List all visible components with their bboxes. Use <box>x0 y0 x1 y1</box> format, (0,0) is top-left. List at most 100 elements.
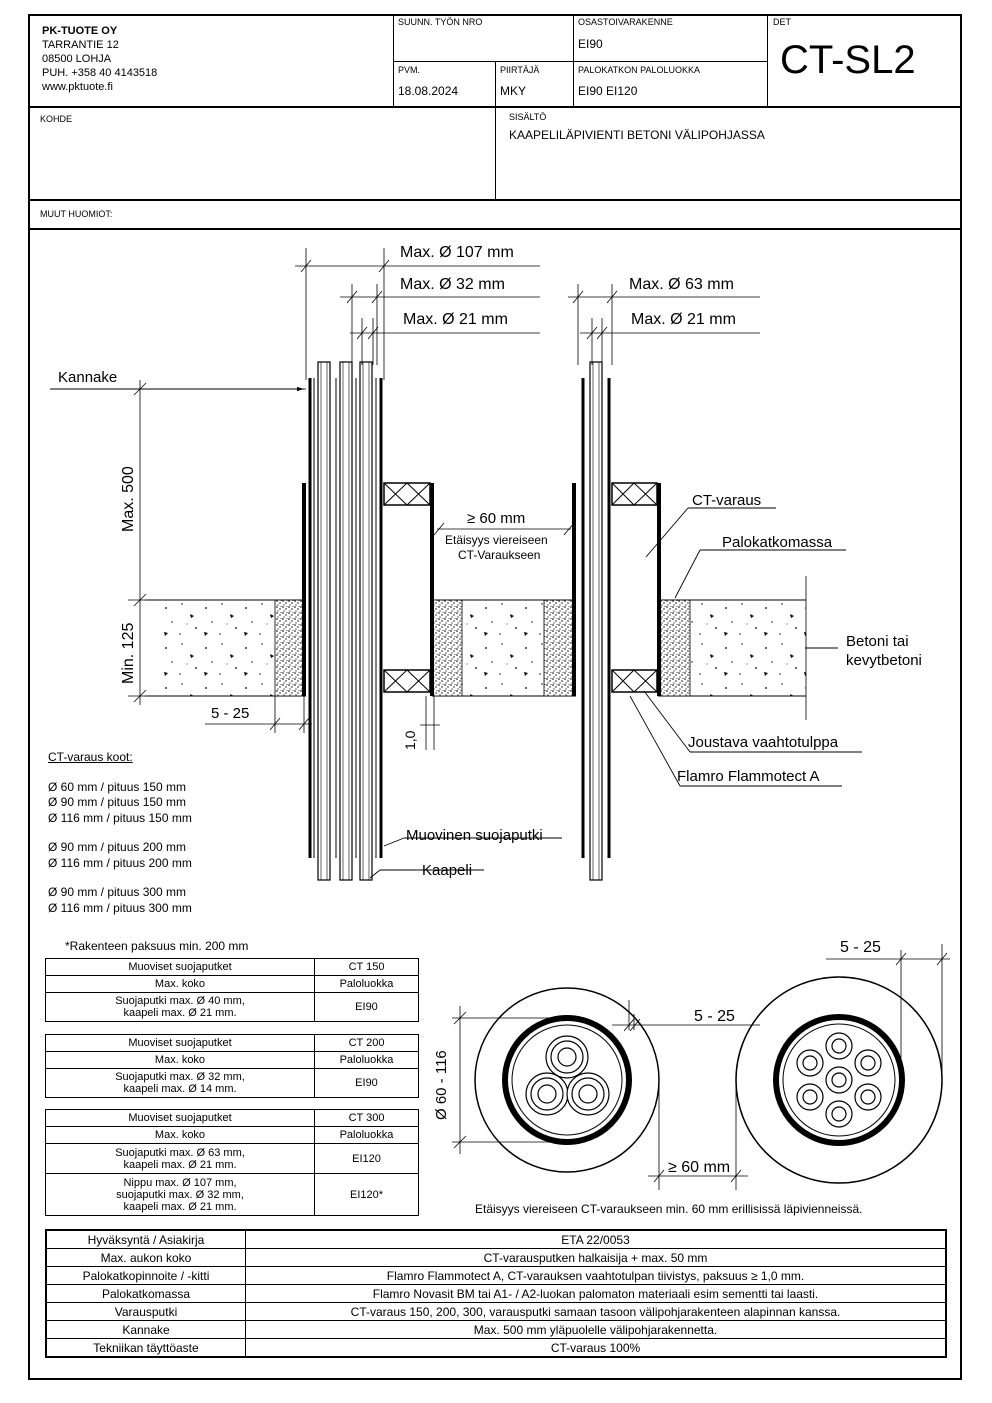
drawer-value: MKY <box>500 84 527 98</box>
table-cell: EI120 <box>314 1143 419 1174</box>
label-suojaputki: Muovinen suojaputki <box>406 827 543 844</box>
size-item: Ø 116 mm / pituus 200 mm <box>48 855 192 870</box>
date-label: PVM. <box>398 65 421 75</box>
approval-value: Flamro Novasit BM tai A1- / A2-luokan pa… <box>245 1284 947 1303</box>
drawer-label: PIIRTÄJÄ <box>500 65 540 75</box>
table-cell: Max. koko <box>45 1126 315 1144</box>
approval-value: CT-varaus 100% <box>245 1338 947 1358</box>
fire-mortar <box>274 599 691 697</box>
company-info: PK-TUOTE OY TARRANTIE 12 08500 LOHJA PUH… <box>42 24 157 94</box>
table-cell: Paloluokka <box>314 1126 419 1144</box>
title-divider <box>393 61 767 62</box>
table-cell: EI90 <box>314 1068 419 1098</box>
cable-right <box>581 361 611 881</box>
table-cell: Suojaputki max. Ø 32 mm,kaapeli max. Ø 1… <box>45 1068 315 1098</box>
table-cell: Paloluokka <box>314 975 419 993</box>
cross-section-left <box>474 987 660 1173</box>
xs-dim-dist: ≥ 60 mm <box>668 1159 730 1176</box>
target-label: KOHDE <box>40 114 73 124</box>
date-value: 18.08.2024 <box>398 84 459 98</box>
approval-value: CT-varaus 150, 200, 300, varausputki sam… <box>245 1302 947 1321</box>
dim-d32: Max. Ø 32 mm <box>400 276 505 293</box>
table-row: Max. koko Paloluokka <box>45 1051 419 1069</box>
drawing-frame <box>28 14 962 1380</box>
ct-sleeve-left <box>302 482 434 696</box>
table-cell: EI120* <box>314 1173 419 1216</box>
dim-d21-right: Max. Ø 21 mm <box>631 311 736 328</box>
dim-thickness: 1,0 <box>402 730 418 750</box>
size-item: Ø 116 mm / pituus 300 mm <box>48 900 192 915</box>
table-row: Suojaputki max. Ø 63 mm,kaapeli max. Ø 2… <box>45 1143 419 1174</box>
spec-table-ct300: Muoviset suojaputket CT 300 Max. koko Pa… <box>45 1109 419 1216</box>
table-cell: EI90 <box>314 992 419 1022</box>
title-divider <box>28 228 962 230</box>
label-betoni-1: Betoni tai <box>846 633 909 650</box>
label-betoni-2: kevytbetoni <box>846 652 922 669</box>
table-cell: Muoviset suojaputket <box>45 1034 315 1052</box>
det-label: DET <box>773 17 791 27</box>
label-flamro: Flamro Flammotect A <box>677 768 820 785</box>
size-item: Ø 90 mm / pituus 300 mm <box>48 885 187 899</box>
table-cell: Paloluokka <box>314 1051 419 1069</box>
table-cell: CT 200 <box>314 1034 419 1052</box>
cross-section-dimensions <box>452 944 950 1190</box>
spec-table-ct200: Muoviset suojaputket CT 200 Max. koko Pa… <box>45 1034 419 1098</box>
company-name: PK-TUOTE OY <box>42 25 118 37</box>
fire-class-label: PALOKATKON PALOLUOKKA <box>578 65 701 75</box>
dim-dist60-note2: CT-Varaukseen <box>458 548 540 562</box>
sizes-list: CT-varaus koot: Ø 60 mm / pituus 150 mm … <box>48 750 192 916</box>
work-no-label: SUUNN. TYÖN NRO <box>398 17 483 27</box>
approval-key: Max. aukon koko <box>45 1248 246 1267</box>
title-divider <box>28 199 962 201</box>
dim-min125: Min. 125 <box>120 623 137 684</box>
table-row: Nippu max. Ø 107 mm,suojaputki max. Ø 32… <box>45 1173 419 1216</box>
fire-class-value: EI90 EI120 <box>578 84 638 98</box>
company-street: TARRANTIE 12 <box>42 39 119 51</box>
company-postal: 08500 LOHJA <box>42 53 112 65</box>
dim-d107: Max. Ø 107 mm <box>400 244 514 261</box>
xs-dim-dia: Ø 60 - 116 <box>433 1050 450 1120</box>
notes-label: MUUT HUOMIOT: <box>40 209 113 219</box>
content-value: KAAPELILÄPIVIENTI BETONI VÄLIPOHJASSA <box>509 128 765 142</box>
structure-label: OSASTOIVARAKENNE <box>578 17 673 27</box>
xs-dim-gap-b: 5 - 25 <box>840 939 881 956</box>
concrete-slab <box>145 576 807 720</box>
table-cell: Suojaputki max. Ø 40 mm,kaapeli max. Ø 2… <box>45 992 315 1022</box>
approval-value: Flamro Flammotect A, CT-varauksen vaahto… <box>245 1266 947 1285</box>
company-web: www.pktuote.fi <box>42 81 113 93</box>
table-cell: CT 300 <box>314 1109 419 1127</box>
label-palokatkomassa: Palokatkomassa <box>722 534 833 551</box>
size-item: Ø 60 mm / pituus 150 mm <box>48 779 187 794</box>
dim-d63: Max. Ø 63 mm <box>629 276 734 293</box>
title-divider <box>767 14 768 107</box>
table-row: Suojaputki max. Ø 32 mm,kaapeli max. Ø 1… <box>45 1068 419 1098</box>
table-cell: Suojaputki max. Ø 63 mm,kaapeli max. Ø 2… <box>45 1143 315 1174</box>
table-row: Max. koko Paloluokka <box>45 975 419 993</box>
approval-key: Hyväksyntä / Asiakirja <box>45 1229 246 1249</box>
dim-d21-left: Max. Ø 21 mm <box>403 311 508 328</box>
table-cell: Max. koko <box>45 975 315 993</box>
dim-max500: Max. 500 <box>120 466 137 532</box>
dimension-lines <box>128 248 760 750</box>
xs-note: Etäisyys viereiseen CT-varaukseen min. 6… <box>475 1202 862 1216</box>
dim-gap-left: 5 - 25 <box>211 705 249 722</box>
table-row: Muoviset suojaputket CT 300 <box>45 1109 419 1127</box>
ct-sleeve-right <box>572 482 661 696</box>
approval-key: Tekniikan täyttöaste <box>45 1338 246 1358</box>
size-item: Ø 116 mm / pituus 150 mm <box>48 810 192 825</box>
size-item: Ø 90 mm / pituus 200 mm <box>48 840 187 854</box>
approval-value: CT-varausputken halkaisija + max. 50 mm <box>245 1248 947 1267</box>
cable-bundle-left <box>308 361 383 881</box>
approval-key: Palokatkopinnoite / -kitti <box>45 1266 246 1285</box>
company-phone: PUH. +358 40 4143518 <box>42 67 158 79</box>
leader-lines <box>50 386 862 879</box>
table-row: Max. koko Paloluokka <box>45 1126 419 1144</box>
